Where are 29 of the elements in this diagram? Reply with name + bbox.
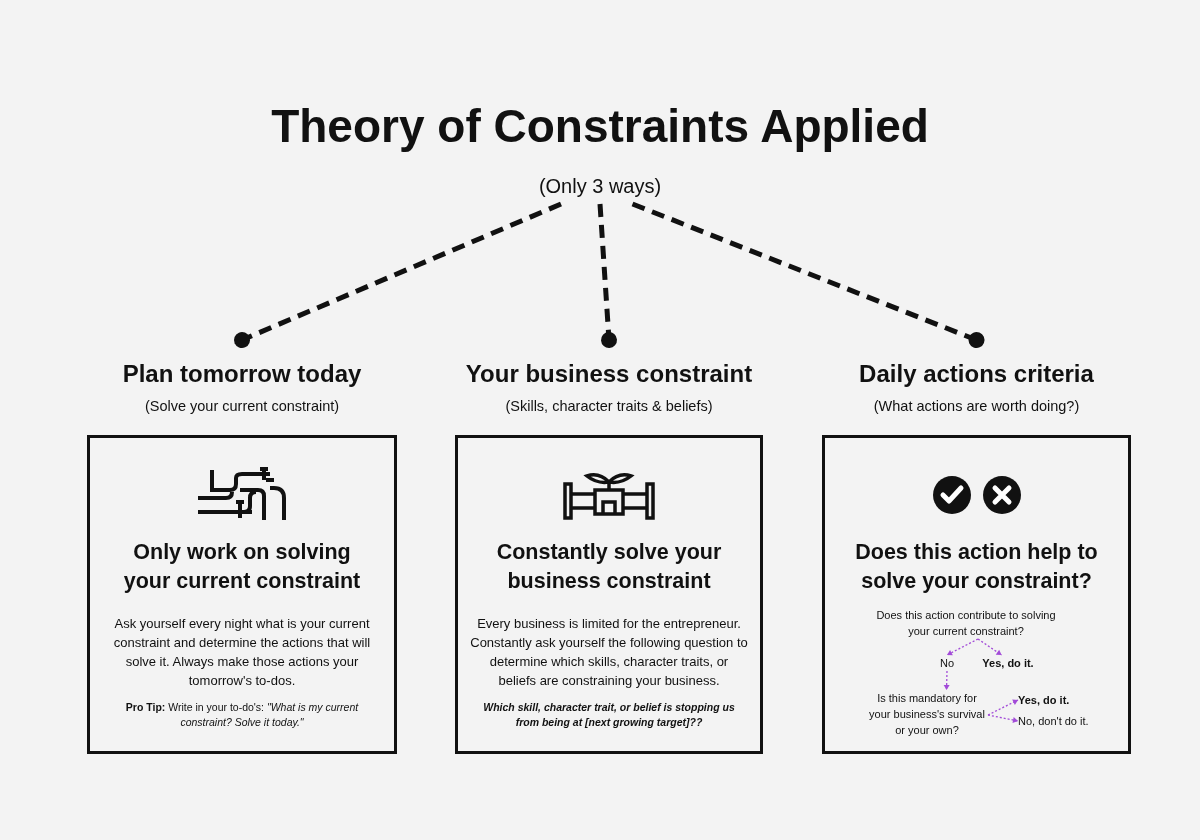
flow-answer: Yes, do it. — [976, 655, 1040, 671]
flow-text: No, don't do it. — [1018, 713, 1114, 729]
flow-arrow — [977, 638, 1003, 656]
card-heading: Only work on solving your current constraint — [122, 539, 362, 595]
tip-text: Pro Tip: Write in your to-do's: "What is my current constraint? Solve it today." — [124, 700, 360, 730]
flow-text: Is this mandatory for your business's survival or your own? — [866, 690, 988, 740]
card-text: Ask yourself every night what is your current constraint and determine the actions that will solve it. Always make those actions your tomorrow's to-dos. — [112, 615, 372, 690]
card-heading: Does this action help to solve your constraint? — [854, 539, 1099, 595]
flow-arrow — [943, 670, 950, 691]
card-text: Every business is limited for the entrepreneur. Constantly ask yourself the following question to determine which skills, character traits, or beliefs are constraining your business. — [470, 615, 748, 690]
flow-arrow — [987, 714, 1019, 723]
dashed-connector — [234, 201, 562, 348]
flow-arrow — [946, 638, 979, 656]
title: Theory of Constraints Applied — [270, 99, 930, 154]
dashed-connector — [631, 201, 985, 348]
section-subheading: (What actions are worth doing?) — [872, 398, 1081, 414]
section-heading: Daily actions criteria — [858, 360, 1095, 388]
flow-arrow — [987, 699, 1019, 716]
card-heading: Constantly solve your business constraint — [495, 539, 723, 595]
section-heading: Plan tomorrow today — [121, 360, 363, 388]
flow-text: Does this action contribute to solving your current constraint? — [866, 607, 1066, 639]
section-subheading: (Skills, character traits & beliefs) — [504, 398, 714, 414]
flow-answer: Yes, do it. — [1018, 692, 1084, 708]
dashed-connector — [597, 203, 617, 348]
flow-text: No — [934, 655, 960, 671]
subtitle: (Only 3 ways) — [535, 168, 665, 204]
section-subheading: (Solve your current constraint) — [143, 398, 341, 414]
tip-text: Which skill, character trait, or belief is stopping us from being at [next growing target]?? — [482, 700, 736, 730]
section-heading: Your business constraint — [464, 360, 754, 388]
